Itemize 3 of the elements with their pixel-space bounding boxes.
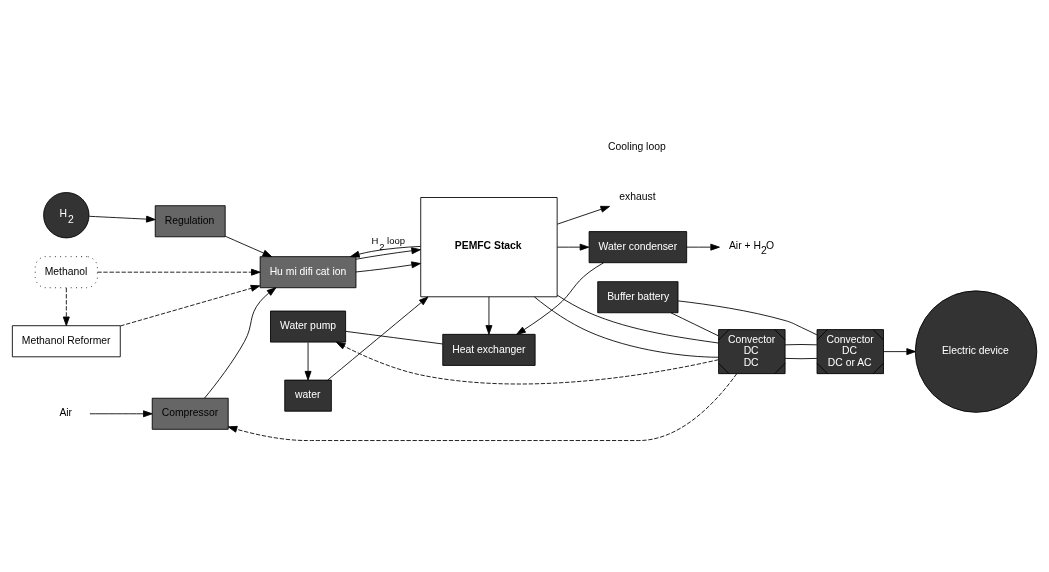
node-text: exhaust (619, 190, 656, 202)
label: Cooling loop (608, 140, 666, 152)
node-text: Air (59, 407, 73, 419)
